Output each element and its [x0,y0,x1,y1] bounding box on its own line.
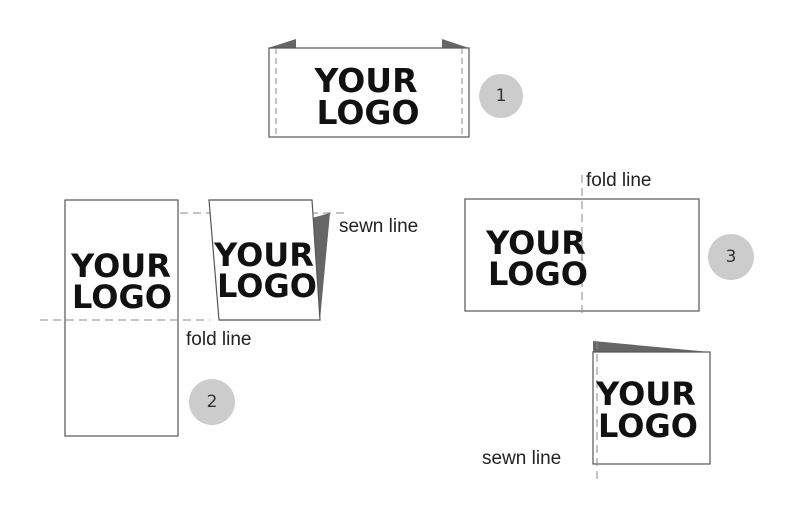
logo-line1: YOUR [70,247,171,285]
logo-line1: YOUR [485,224,586,262]
logo-line2: LOGO [316,93,419,132]
step-number-2: 2 [207,392,218,412]
folded-back-flap [312,213,330,320]
step-3-side-fold-label: fold line YOUR LOGO 3 YOUR LOGO sewn lin… [464,170,754,480]
logo-line2: LOGO [72,278,172,316]
folded-label-body [592,351,711,465]
logo-line2: LOGO [598,407,698,445]
fold-line-label: fold line [186,329,252,350]
logo-line2: LOGO [488,255,588,293]
step-2-loop-fold-label: YOUR LOGO fold line YOUR LOGO sewn line … [40,199,418,437]
step-1-end-fold-label: YOUR LOGO 1 [268,39,523,138]
step-badge-3 [708,234,754,280]
step-number-3: 3 [726,247,737,267]
label-body [268,47,470,138]
sewn-line-label: sewn line [482,448,561,469]
right-fold-flap [442,39,469,48]
logo-line1: YOUR [213,236,314,274]
sewn-line-label: sewn line [339,216,418,237]
unfolded-label-body [64,199,179,437]
logo-line1: YOUR [595,375,696,413]
logo-line1: YOUR [314,61,418,100]
folded-label-body [208,199,321,321]
logo-line2: LOGO [217,267,317,305]
step-badge-1 [479,74,523,118]
left-fold-flap [268,39,296,48]
fold-line-label: fold line [586,170,652,191]
folded-top-flap [593,341,710,352]
step-number-1: 1 [496,86,507,106]
step-badge-2 [189,379,235,425]
